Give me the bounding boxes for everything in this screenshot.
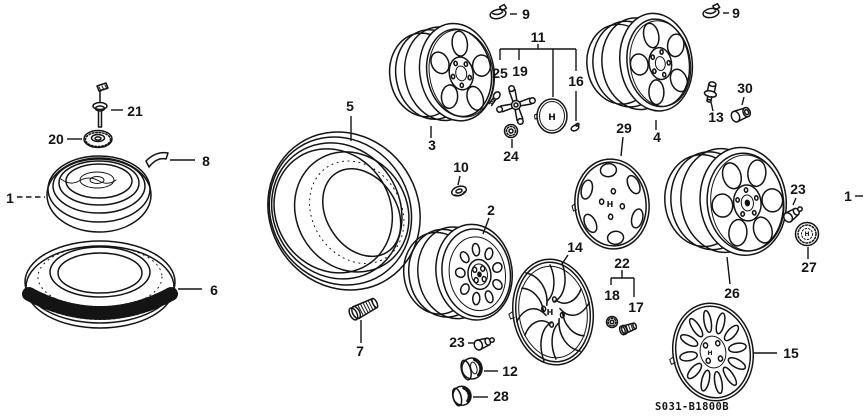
callout-1-left: 1 (6, 190, 14, 206)
cap-28 (451, 384, 473, 407)
callouts: 1 20 21 8 6 5 3 7 2 10 9 11 25 19 16 24 … (6, 5, 852, 404)
callout-2: 2 (487, 202, 495, 218)
alloy-wheel-twisted-spoke (581, 9, 699, 121)
emblems: H H H H H (547, 113, 810, 357)
valve-stem-23-mid (472, 333, 497, 352)
center-cap-12 (459, 356, 484, 382)
callout-14: 14 (567, 239, 583, 255)
callout-5: 5 (346, 98, 354, 114)
alloy-wheel-six-spoke (660, 142, 792, 263)
valve-stem-13 (703, 81, 719, 103)
callout-13: 13 (708, 109, 724, 125)
callout-26: 26 (724, 285, 740, 301)
center-cap-27 (796, 223, 819, 246)
tire (238, 103, 450, 319)
callout-9-left: 9 (522, 6, 530, 22)
callout-12: 12 (502, 363, 518, 379)
spare-steel-wheel (47, 156, 151, 232)
callout-23-mid: 23 (449, 334, 465, 350)
cap-retaining-clip (570, 123, 581, 132)
callout-23-right: 23 (790, 181, 806, 197)
balance-weight (146, 153, 168, 167)
wheel-cover-fan (661, 297, 761, 408)
callout-24: 24 (503, 148, 519, 164)
callout-10: 10 (453, 159, 469, 175)
callout-21: 21 (127, 103, 143, 119)
center-cap (535, 99, 568, 133)
callout-22: 22 (614, 255, 630, 271)
callout-11: 11 (531, 29, 546, 45)
callout-18: 18 (604, 287, 620, 303)
callout-17: 17 (628, 299, 644, 315)
spare-tire (25, 241, 175, 328)
wheel-bolt (347, 296, 379, 321)
callout-28: 28 (493, 388, 509, 404)
callout-8: 8 (202, 153, 210, 169)
wheel-cover-six-spoke (568, 155, 654, 253)
leader-lines (17, 13, 863, 397)
callout-27: 27 (801, 259, 817, 275)
wheel-cover-swirl (502, 254, 600, 371)
callout-1-right: 1 (844, 188, 852, 204)
callout-15: 15 (783, 345, 799, 361)
callout-9-right: 9 (732, 5, 740, 21)
callout-6: 6 (210, 282, 218, 298)
cap-nut (505, 125, 518, 138)
callout-4: 4 (653, 129, 661, 145)
callout-3: 3 (428, 137, 436, 153)
cap-bracket (492, 81, 540, 129)
alloy-wheel-five-spoke (382, 17, 501, 132)
cover-nut-18 (607, 317, 618, 328)
balance-weight-clip-right (700, 2, 722, 20)
cover-14-logo: H (547, 308, 554, 317)
cover-screw-17 (619, 321, 638, 335)
valve-stem-wing (93, 83, 108, 127)
callout-20: 20 (48, 131, 64, 147)
cover-29-logo: H (607, 200, 614, 209)
spindle-nut (84, 131, 112, 148)
callout-29: 29 (616, 120, 632, 136)
cap-16-logo: H (548, 113, 556, 123)
cover-15-logo: H (707, 350, 712, 357)
lug-nut (730, 106, 752, 124)
callout-30: 30 (737, 80, 753, 96)
callout-7: 7 (356, 343, 364, 359)
cap-27-logo: H (804, 231, 809, 238)
steel-wheel (398, 219, 518, 329)
cap-screw (488, 91, 502, 107)
diagram-code: S031-B1800B (655, 401, 729, 413)
balance-weight-clip-left (487, 3, 509, 21)
callout-25: 25 (492, 65, 508, 81)
clip-nut (450, 184, 467, 197)
callout-19: 19 (512, 63, 528, 79)
callout-16: 16 (568, 73, 584, 89)
